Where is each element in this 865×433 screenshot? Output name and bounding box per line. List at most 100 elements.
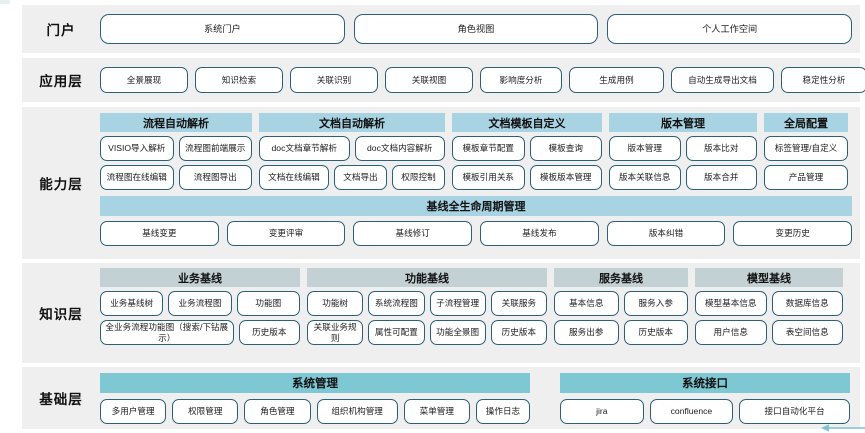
capability-group-4-row-1: 产品管理 <box>764 165 848 190</box>
capability-group-4-rows: 标签管理/自定义 产品管理 <box>764 136 848 190</box>
capability-group-1-rows: doc文档章节解析 doc文档内容解析 文档在线编辑 文档导出 权限控制 <box>259 136 446 190</box>
portal-item-1[interactable]: 角色视图 <box>353 14 599 44</box>
capability-group-2-title: 文档模板自定义 <box>452 113 602 132</box>
cap-0-1-1[interactable]: 流程图导出 <box>178 165 252 190</box>
cap-1-1-0[interactable]: 文档在线编辑 <box>259 165 329 190</box>
cap-2-0-1[interactable]: 模板查询 <box>529 136 602 161</box>
baseline-item-2[interactable]: 基线修订 <box>353 221 473 246</box>
kn-2-0-0[interactable]: 基本信息 <box>554 291 619 316</box>
app-item-6[interactable]: 自动生成导出文档 <box>671 67 774 93</box>
knowledge-group-0-title: 业务基线 <box>100 268 300 287</box>
knowledge-group-2: 服务基线 基本信息 服务入参 服务出参 历史版本 <box>554 268 688 345</box>
layer-application-label: 应用层 <box>39 74 83 89</box>
app-item-4[interactable]: 影响度分析 <box>480 67 562 93</box>
fd-1-0[interactable]: jira <box>560 399 644 424</box>
layer-foundation-body: 系统管理 多用户管理 权限管理 角色管理 组织机构管理 菜单管理 操作日志 系统… <box>100 367 860 429</box>
knowledge-group-1-row-0: 功能树 系统流程图 子流程管理 关联服务 <box>307 291 547 316</box>
layer-capability: 能力层 流程自动解析 VISIO导入解析 流程图前端展示 流程图在线编辑 流程图… <box>22 107 860 259</box>
baseline-item-5[interactable]: 变更历史 <box>733 221 853 246</box>
cap-0-1-0[interactable]: 流程图在线编辑 <box>100 165 174 190</box>
fd-0-0[interactable]: 多用户管理 <box>100 399 167 424</box>
capability-group-3-title: 版本管理 <box>609 113 757 132</box>
capability-group-1-title: 文档自动解析 <box>259 113 445 132</box>
cap-2-1-1[interactable]: 模板版本管理 <box>529 165 602 190</box>
cap-1-1-1[interactable]: 文档导出 <box>333 165 387 190</box>
cap-1-1-2[interactable]: 权限控制 <box>391 165 446 190</box>
kn-1-0-1[interactable]: 系统流程图 <box>368 291 425 316</box>
app-item-1[interactable]: 知识检索 <box>195 67 283 93</box>
layer-knowledge-label: 知识层 <box>39 307 83 322</box>
cap-0-0-0[interactable]: VISIO导入解析 <box>100 136 174 161</box>
kn-1-1-3[interactable]: 历史版本 <box>490 320 547 345</box>
cap-3-1-0[interactable]: 版本关联信息 <box>609 165 681 190</box>
kn-0-0-1[interactable]: 业务流程图 <box>168 291 232 316</box>
kn-0-1-1[interactable]: 历史版本 <box>238 320 300 345</box>
layer-foundation-label: 基础层 <box>39 392 83 407</box>
layer-application: 应用层 全景展现 知识检索 关联识别 关联视图 影响度分析 生成用例 自动生成导… <box>22 58 865 102</box>
kn-1-0-3[interactable]: 关联服务 <box>490 291 547 316</box>
knowledge-group-3-row-0: 模型基本信息 数据库信息 <box>695 291 843 316</box>
kn-3-0-0[interactable]: 模型基本信息 <box>695 291 767 316</box>
cap-3-1-1[interactable]: 版本合并 <box>685 165 757 190</box>
knowledge-group-3: 模型基线 模型基本信息 数据库信息 用户信息 表空间信息 <box>695 268 843 345</box>
cap-1-0-0[interactable]: doc文档章节解析 <box>259 136 350 161</box>
kn-3-0-1[interactable]: 数据库信息 <box>771 291 843 316</box>
baseline-item-4[interactable]: 版本纠错 <box>606 221 726 246</box>
cap-3-0-0[interactable]: 版本管理 <box>609 136 681 161</box>
baseline-item-3[interactable]: 基线发布 <box>480 221 599 246</box>
kn-1-0-0[interactable]: 功能树 <box>307 291 364 316</box>
fd-0-3[interactable]: 组织机构管理 <box>316 399 398 424</box>
app-item-0[interactable]: 全景展现 <box>100 67 188 93</box>
pointer-arrow-icon <box>821 424 865 432</box>
kn-2-1-0[interactable]: 服务出参 <box>554 320 619 345</box>
knowledge-group-2-row-0: 基本信息 服务入参 <box>554 291 688 316</box>
cap-2-1-0[interactable]: 模板引用关系 <box>452 165 525 190</box>
layer-capability-label: 能力层 <box>39 177 83 192</box>
kn-2-1-1[interactable]: 历史版本 <box>623 320 688 345</box>
baseline-item-0[interactable]: 基线变更 <box>100 221 219 246</box>
portal-item-2[interactable]: 个人工作空间 <box>607 14 853 44</box>
cap-2-0-0[interactable]: 模板章节配置 <box>452 136 525 161</box>
fd-0-5[interactable]: 操作日志 <box>475 399 531 424</box>
kn-0-1-0[interactable]: 全业务流程功能图（搜索/下钻展示） <box>100 320 234 345</box>
capability-groups: 流程自动解析 VISIO导入解析 流程图前端展示 流程图在线编辑 流程图导出 <box>100 113 852 190</box>
baseline-item-1[interactable]: 变更评审 <box>226 221 346 246</box>
capability-group-4-row-0: 标签管理/自定义 <box>764 136 848 161</box>
layer-portal-label: 门户 <box>46 23 76 38</box>
capability-group-2: 文档模板自定义 模板章节配置 模板查询 模板引用关系 模板版本管理 <box>452 113 602 190</box>
fd-0-4[interactable]: 菜单管理 <box>403 399 470 424</box>
app-item-5[interactable]: 生成用例 <box>569 67 664 93</box>
portal-item-0[interactable]: 系统门户 <box>100 14 345 44</box>
kn-1-0-2[interactable]: 子流程管理 <box>429 291 486 316</box>
kn-3-1-0[interactable]: 用户信息 <box>695 320 767 345</box>
capability-group-3-rows: 版本管理 版本比对 版本关联信息 版本合并 <box>609 136 757 190</box>
foundation-group-0: 系统管理 多用户管理 权限管理 角色管理 组织机构管理 菜单管理 操作日志 <box>100 373 531 424</box>
kn-3-1-1[interactable]: 表空间信息 <box>771 320 843 345</box>
capability-group-0-row-0: VISIO导入解析 流程图前端展示 <box>100 136 252 161</box>
fd-0-1[interactable]: 权限管理 <box>172 399 239 424</box>
kn-0-0-2[interactable]: 功能图 <box>236 291 300 316</box>
cap-0-0-1[interactable]: 流程图前端展示 <box>178 136 252 161</box>
app-item-7[interactable]: 稳定性分析 <box>781 67 865 93</box>
cap-3-0-1[interactable]: 版本比对 <box>685 136 757 161</box>
kn-1-1-2[interactable]: 功能全景图 <box>429 320 486 345</box>
app-item-3[interactable]: 关联视图 <box>385 67 473 93</box>
cap-1-0-1[interactable]: doc文档内容解析 <box>354 136 445 161</box>
knowledge-group-3-row-1: 用户信息 表空间信息 <box>695 320 843 345</box>
kn-2-0-1[interactable]: 服务入参 <box>623 291 688 316</box>
capability-group-2-row-1: 模板引用关系 模板版本管理 <box>452 165 602 190</box>
kn-1-1-0[interactable]: 关联业务规则 <box>307 320 364 345</box>
kn-1-1-1[interactable]: 属性可配置 <box>368 320 425 345</box>
kn-0-0-0[interactable]: 业务基线树 <box>100 291 164 316</box>
foundation-groups: 系统管理 多用户管理 权限管理 角色管理 组织机构管理 菜单管理 操作日志 系统… <box>100 373 852 424</box>
fd-1-2[interactable]: 接口自动化平台 <box>739 399 850 424</box>
fd-1-1[interactable]: confluence <box>649 399 734 424</box>
cap-4-1-0[interactable]: 产品管理 <box>764 165 848 190</box>
capability-group-4-title: 全局配置 <box>764 113 848 132</box>
foundation-group-1-items: jira confluence 接口自动化平台 <box>560 399 850 424</box>
layer-foundation: 基础层 系统管理 多用户管理 权限管理 角色管理 组织机构管理 菜单管理 操作日… <box>22 367 860 429</box>
fd-0-2[interactable]: 角色管理 <box>244 399 311 424</box>
app-item-2[interactable]: 关联识别 <box>290 67 378 93</box>
jira-label: jira <box>596 406 608 417</box>
cap-4-0-0[interactable]: 标签管理/自定义 <box>764 136 848 161</box>
